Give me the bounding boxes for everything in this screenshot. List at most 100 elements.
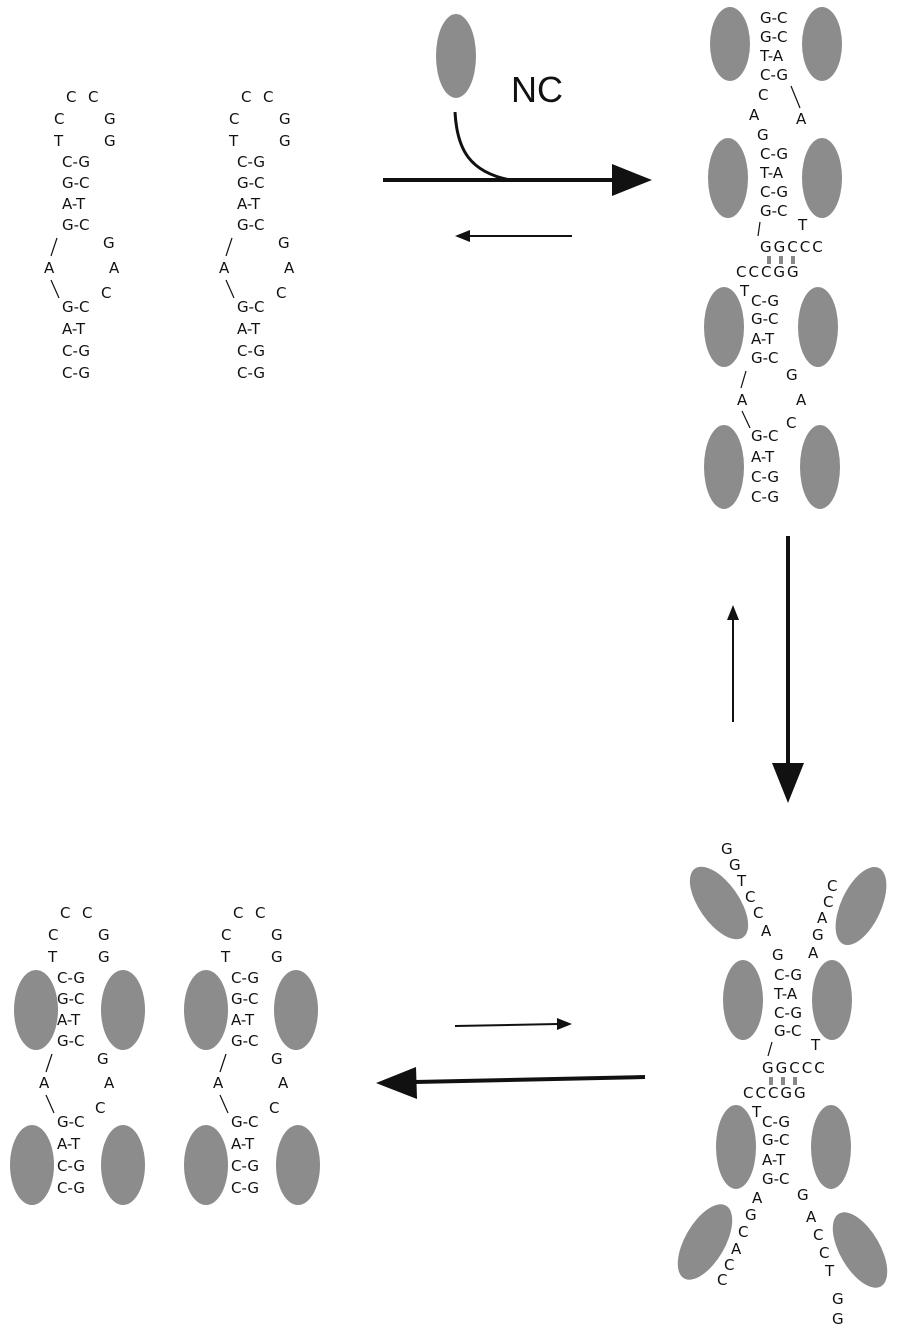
arrow-forward-right: [772, 536, 804, 803]
lower-stem-2: G-C: [762, 1131, 790, 1149]
loop-right-1: G: [271, 926, 283, 944]
arm-bottom-right-4: T: [824, 1262, 835, 1280]
protein-ellipse: [710, 7, 750, 81]
internal-a-left: A: [44, 259, 55, 277]
bulge-pair: G-C: [62, 216, 90, 234]
stem-lower-2: C-G: [237, 342, 265, 360]
arm-bottom-left-4: A: [731, 1240, 742, 1258]
lower-stem-4: G-C: [762, 1170, 790, 1188]
loop-left-1: C: [48, 926, 58, 944]
loop-left-2: T: [228, 132, 239, 150]
loop-left-2: T: [53, 132, 64, 150]
mid-stem-3: C-G: [774, 1004, 802, 1022]
arm-top-right-2: C: [823, 893, 833, 911]
stem-lower-first: G-C: [237, 298, 265, 316]
lower-stem-suffix: G: [797, 1186, 809, 1204]
bottom-first-extra: C: [786, 414, 796, 432]
protein-ellipse: [276, 1125, 320, 1205]
internal-right: A: [796, 391, 807, 409]
loop-top-1: C: [60, 904, 70, 922]
mid-stem-suffix: T: [797, 216, 808, 234]
arm-bottom-left-5: C: [724, 1256, 734, 1274]
protein-ellipse: [184, 1125, 228, 1205]
loop-right-2: G: [271, 948, 283, 966]
protein-ellipse: [704, 287, 744, 367]
stem-upper-2: G-C: [237, 174, 265, 192]
lower-stem-4: G-C: [751, 349, 779, 367]
arrow-reverse-bottom: [454, 1018, 572, 1030]
mid-stem-1: C-G: [760, 145, 788, 163]
loop-left-2: T: [220, 948, 231, 966]
arm-top-right-3: A: [817, 909, 828, 927]
protein-ellipse: [677, 1204, 733, 1280]
lower-stem-3: A-T: [762, 1151, 786, 1169]
lower-stem-3: A-T: [751, 330, 775, 348]
protein-ellipse: [14, 970, 58, 1050]
lower-stem-suffix: G: [786, 366, 798, 384]
internal-left: A: [737, 391, 748, 409]
protein-ellipse: [10, 1125, 54, 1205]
protein-ellipse: [704, 425, 744, 509]
stem-upper-2: G-C: [57, 990, 85, 1008]
top-stem-3: T-A: [759, 47, 784, 65]
protein-ellipse: [184, 970, 228, 1050]
loop-top-1: C: [241, 88, 251, 106]
arm-bottom-left-1: A: [752, 1189, 763, 1207]
loop-right-2: G: [279, 132, 291, 150]
internal-a-right: A: [109, 259, 120, 277]
internal-a-right: A: [104, 1074, 115, 1092]
mid-stem-2: T-A: [773, 985, 798, 1003]
bulge-pair: G-C: [237, 216, 265, 234]
lower-stem-1: C-G: [762, 1113, 790, 1131]
loop-top-2: C: [255, 904, 265, 922]
arm-bottom-left-2: G: [745, 1206, 757, 1224]
protein-ellipse: [689, 866, 749, 940]
hairpin-c: C C C G T G C-G G-C A-T G-C G A A G-C C …: [10, 904, 145, 1205]
kissing-top: GGCCC: [762, 1059, 827, 1077]
arrow-reverse-right: [727, 605, 739, 722]
stem-upper-3: A-T: [231, 1011, 255, 1029]
internal-a-right: A: [278, 1074, 289, 1092]
top-loop-2: A: [749, 106, 760, 124]
mid-stem-4: G-C: [760, 202, 788, 220]
top-loop-1: C: [758, 86, 768, 104]
stem-upper-3: A-T: [237, 195, 261, 213]
stem-lower-first: G-C: [231, 1113, 259, 1131]
loop-right-1: G: [104, 110, 116, 128]
stem-upper-1: C-G: [57, 969, 85, 987]
stem-upper-3: A-T: [57, 1011, 81, 1029]
stem-lower-3: C-G: [237, 364, 265, 382]
bulge-extra: G: [97, 1050, 109, 1068]
stem-lower-first: G-C: [57, 1113, 85, 1131]
mid-stem-suffix: T: [810, 1036, 821, 1054]
bulge-extra: G: [103, 234, 115, 252]
arm-bottom-right-1: A: [806, 1208, 817, 1226]
arrow-forward-bottom: [376, 1067, 646, 1099]
nc-label: NC: [511, 69, 563, 110]
loop-left-1: C: [221, 926, 231, 944]
protein-ellipse: [800, 425, 840, 509]
arm-top-left-3: T: [736, 872, 747, 890]
hairpin-b: C C C G T G C-G G-C A-T G-C G A A G-C C …: [219, 88, 295, 382]
kissing-bonds: [769, 1077, 797, 1085]
arm-top-left-5: C: [753, 904, 763, 922]
arm-top-left-6: A: [761, 922, 772, 940]
arm-top-left-2: G: [729, 856, 741, 874]
stem-upper-1: C-G: [62, 153, 90, 171]
lower-stem-2: G-C: [751, 310, 779, 328]
top-stem-2: G-C: [760, 28, 788, 46]
arm-bottom-right-6: G: [832, 1310, 844, 1328]
kissing-top: GGCCC: [760, 238, 825, 256]
top-stem-4: C-G: [760, 66, 788, 84]
kiss-prefix: T: [739, 282, 750, 300]
stem-lower-2: C-G: [57, 1157, 85, 1175]
protein-ellipse: [716, 1105, 756, 1189]
kiss-prefix: T: [751, 1103, 762, 1121]
arm-bottom-left-6: C: [717, 1271, 727, 1289]
loop-left-1: C: [229, 110, 239, 128]
kissing-complex: G G T C C A C C A G A G C-G T-A C-G G-C …: [677, 840, 888, 1328]
mid-stem-3: C-G: [760, 183, 788, 201]
nc-binding-curve: [453, 111, 511, 182]
loop-top-1: C: [233, 904, 243, 922]
